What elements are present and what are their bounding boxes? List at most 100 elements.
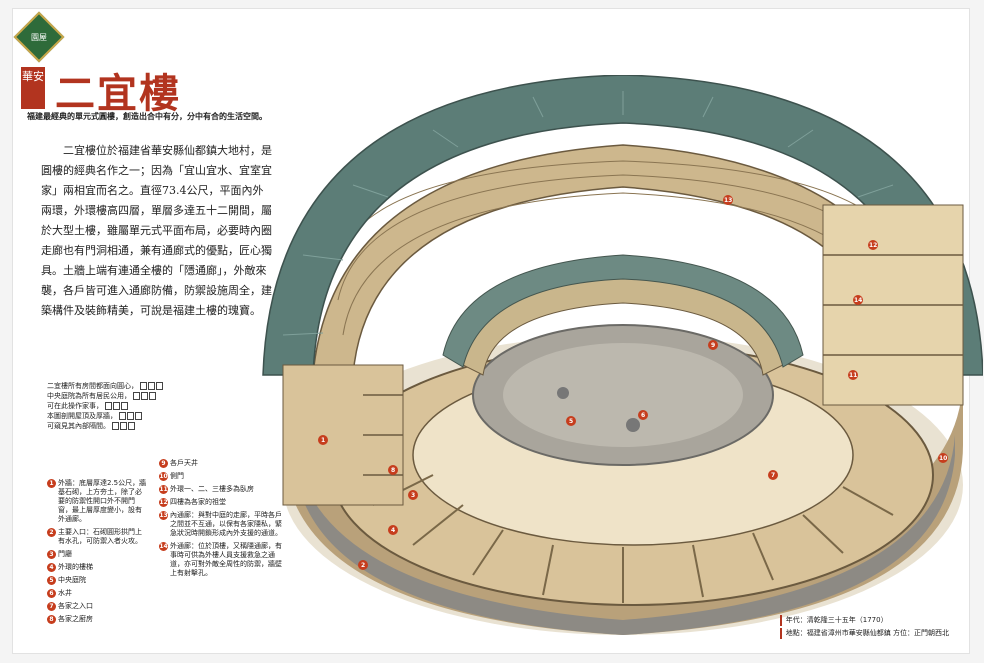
annotation-box-cell bbox=[141, 392, 148, 400]
storey-floors bbox=[823, 254, 963, 356]
well-icon-2 bbox=[626, 418, 640, 432]
marker-5-label: 5 bbox=[569, 418, 573, 425]
annotation-text: 中央庭院為所有居民公用， bbox=[47, 392, 131, 400]
annotation-box-cell bbox=[120, 422, 127, 430]
legend-number-badge: 9 bbox=[159, 459, 168, 468]
marker-11 bbox=[848, 370, 858, 380]
marker-7-label: 7 bbox=[771, 472, 775, 479]
orientation-text: 方位：正門朝西北 bbox=[893, 629, 949, 637]
marker-8-label: 8 bbox=[391, 467, 395, 474]
annotation-box-cell bbox=[149, 392, 156, 400]
annotation-boxes bbox=[119, 412, 143, 420]
marker-9-label: 9 bbox=[711, 342, 715, 349]
marker-14-label: 14 bbox=[854, 297, 862, 304]
marker-12 bbox=[868, 240, 878, 250]
annotation-text: 二宜樓所有房間都面向圓心， bbox=[47, 382, 138, 390]
inner-ring-roof bbox=[442, 254, 804, 368]
legend-text: 外環一、二、三樓多為臥房 bbox=[170, 485, 254, 493]
legend-number-badge: 12 bbox=[159, 498, 168, 507]
marker-10-label: 10 bbox=[939, 455, 947, 462]
marker-13 bbox=[723, 195, 733, 205]
location-text: 地點：福建省漳州市華安縣仙都鎮 bbox=[785, 629, 891, 637]
legend-number-badge: 1 bbox=[47, 479, 56, 488]
legend-text: 各戶天井 bbox=[170, 459, 198, 467]
marker-4 bbox=[388, 525, 398, 535]
legend-text: 主要入口：石砌圓形拱門上有水孔，可防禦入者火攻。 bbox=[58, 528, 142, 545]
legend-text: 外牆：底層厚達2.5公尺，牆基石砌，上方夯土，除了必要的防禦性開口外不開門窗，最… bbox=[58, 479, 147, 523]
annotation-text: 可窺見其內部隔間。 bbox=[47, 422, 110, 430]
legend-number-badge: 8 bbox=[47, 615, 56, 624]
legend-number-badge: 3 bbox=[47, 550, 56, 559]
annotation-row: 中央庭院為所有居民公用， bbox=[47, 391, 187, 401]
annotation-box-cell bbox=[127, 412, 134, 420]
unit-partitions bbox=[372, 474, 894, 603]
annotation-box-cell bbox=[113, 402, 120, 410]
annotation-box-cell bbox=[135, 412, 142, 420]
legend-number-badge: 14 bbox=[159, 542, 168, 551]
legend-text: 中央庭院 bbox=[58, 576, 86, 584]
annotation-row: 二宜樓所有房間都面向圓心， bbox=[47, 381, 187, 391]
region-label: 華安 bbox=[21, 67, 45, 109]
info-footer: 年代：清乾隆三十五年（1770） 地點：福建省漳州市華安縣仙都鎮 方位：正門朝西… bbox=[779, 615, 949, 641]
annotation-boxes bbox=[105, 402, 129, 410]
annotation-box-cell bbox=[112, 422, 119, 430]
legend-text: 內通廊：與對中庭的走廊，平時各戶之間並不互通，以保有各家隱私，緊急狀況時開鎖形成… bbox=[170, 511, 282, 537]
marker-13-label: 13 bbox=[724, 197, 732, 204]
era-info: 年代：清乾隆三十五年（1770） bbox=[779, 615, 949, 626]
courtyard-paving bbox=[503, 343, 743, 447]
legend-number-badge: 10 bbox=[159, 472, 168, 481]
annotation-boxes bbox=[133, 392, 157, 400]
annotation-box-cell bbox=[133, 392, 140, 400]
annotation-text: 本圖剖開屋頂及厚牆， bbox=[47, 412, 117, 420]
legend-text: 各家之廚房 bbox=[58, 615, 93, 623]
legend-number-badge: 13 bbox=[159, 511, 168, 520]
badge-label: 園屋 bbox=[31, 33, 47, 42]
diagram-markers: 1 2 3 4 5 6 7 8 9 10 11 12 13 14 bbox=[318, 195, 948, 570]
marker-9 bbox=[708, 340, 718, 350]
marker-1-label: 1 bbox=[321, 437, 325, 444]
legend-text: 四樓為各家的祖堂 bbox=[170, 498, 226, 506]
annotation-box-cell bbox=[156, 382, 163, 390]
marker-7 bbox=[768, 470, 778, 480]
annotation-box-cell bbox=[121, 402, 128, 410]
annotation-box-cell bbox=[140, 382, 147, 390]
annotation-row: 可在此操作家事， bbox=[47, 401, 187, 411]
legend-number-badge: 5 bbox=[47, 576, 56, 585]
annotation-boxes bbox=[112, 422, 136, 430]
annotation-row: 本圖剖開屋頂及厚牆， bbox=[47, 411, 187, 421]
legend-number-badge: 7 bbox=[47, 602, 56, 611]
marker-6 bbox=[638, 410, 648, 420]
marker-2-label: 2 bbox=[361, 562, 365, 569]
annotation-box: 二宜樓所有房間都面向圓心， 中央庭院為所有居民公用，可在此操作家事，本圖剖開屋頂及… bbox=[47, 381, 187, 431]
marker-12-label: 12 bbox=[869, 242, 877, 249]
legend-number-badge: 6 bbox=[47, 589, 56, 598]
annotation-row: 可窺見其內部隔間。 bbox=[47, 421, 187, 431]
annotation-box-cell bbox=[148, 382, 155, 390]
left-floors bbox=[363, 394, 403, 476]
outer-roof bbox=[262, 75, 983, 376]
legend-number-badge: 4 bbox=[47, 563, 56, 572]
legend-text: 側門 bbox=[170, 472, 184, 480]
annotation-box-cell bbox=[128, 422, 135, 430]
marker-6-label: 6 bbox=[641, 412, 645, 419]
location-info: 地點：福建省漳州市華安縣仙都鎮 方位：正門朝西北 bbox=[779, 628, 949, 639]
marker-4-label: 4 bbox=[391, 527, 395, 534]
marker-14 bbox=[853, 295, 863, 305]
legend-text: 各家之入口 bbox=[58, 602, 93, 610]
marker-3 bbox=[408, 490, 418, 500]
tulou-cutaway-illustration: 1 2 3 4 5 6 7 8 9 10 11 12 13 14 bbox=[262, 75, 983, 635]
